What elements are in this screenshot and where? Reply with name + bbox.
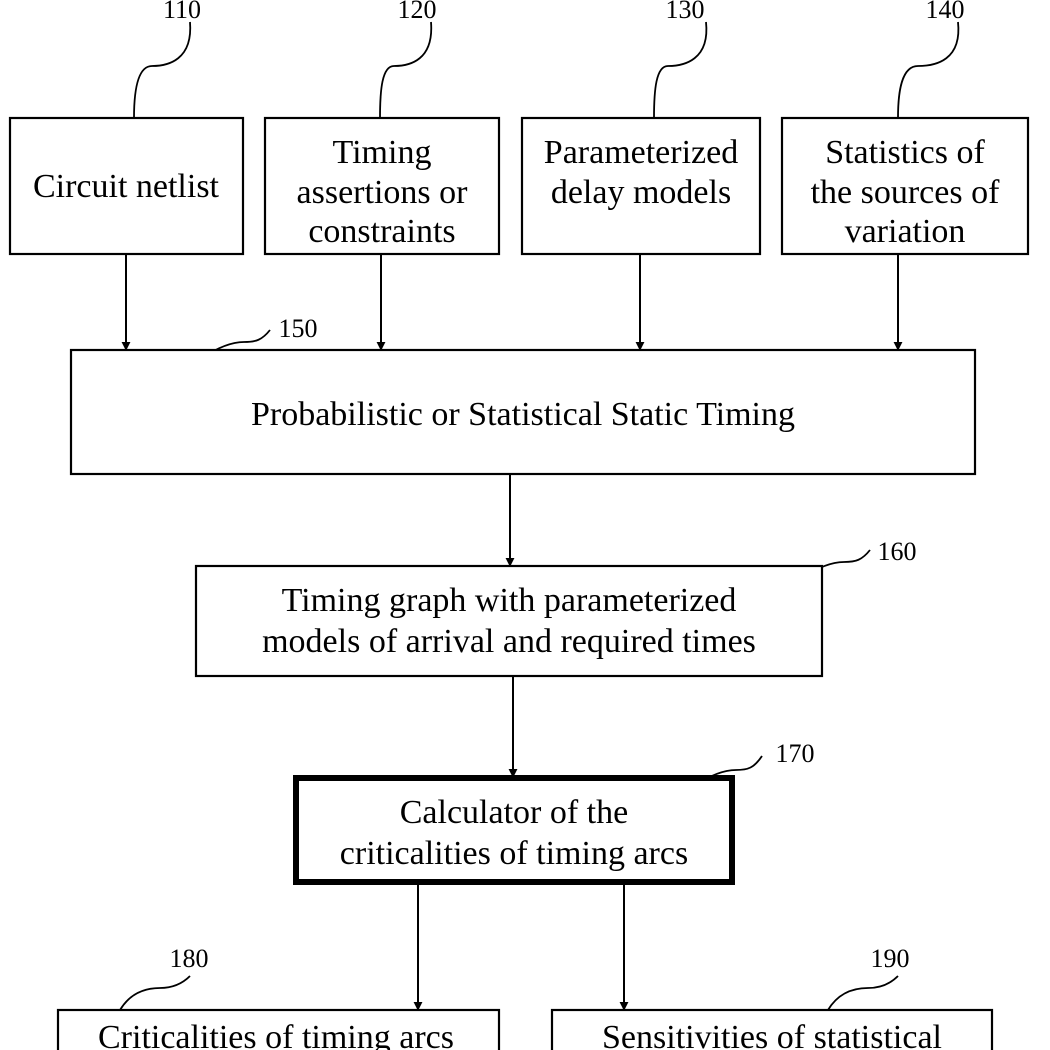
leader-110 [133, 21, 191, 119]
box-170-line-2: criticalities of timing arcs [340, 835, 688, 872]
box-140-line-1: Statistics of [825, 134, 985, 171]
box-110-line-1: Circuit netlist [33, 168, 220, 205]
box-160-line-2: models of arrival and required times [262, 623, 756, 660]
box-150-line-1: Probabilistic or Statistical Static Timi… [251, 396, 795, 433]
box-circuit-netlist [8, 116, 245, 256]
box-timing-assertions [263, 116, 501, 256]
leader-190 [827, 975, 899, 1011]
ref-120: 120 [398, 0, 437, 24]
box-190-line-1: Sensitivities of statistical [602, 1019, 942, 1050]
box-120-line-2: assertions or [297, 174, 469, 211]
leader-120 [379, 21, 432, 119]
box-130-line-1: Parameterized [544, 134, 738, 171]
ref-180: 180 [170, 944, 209, 973]
box-criticalities-of-timing-arcs [56, 1008, 501, 1050]
box-140-line-3: variation [845, 213, 966, 250]
box-170-line-1: Calculator of the [400, 794, 628, 831]
leader-180 [119, 975, 191, 1011]
box-parameterized-delay-models [520, 116, 762, 256]
box-120-line-1: Timing [333, 134, 432, 171]
box-180-line-1: Criticalities of timing arcs [98, 1019, 454, 1050]
box-140-line-2: the sources of [811, 174, 1001, 211]
box-160-line-1: Timing graph with parameterized [282, 582, 737, 619]
box-timing-graph [194, 564, 824, 678]
box-statistics-sources-of-variation [780, 116, 1030, 256]
ref-150: 150 [279, 314, 318, 343]
ref-190: 190 [871, 944, 910, 973]
leader-130 [653, 21, 708, 119]
ref-160: 160 [878, 537, 917, 566]
box-130-line-2: delay models [551, 174, 731, 211]
box-120-line-3: constraints [308, 213, 455, 250]
box-sensitivities-statistical-timing [550, 1008, 994, 1050]
ref-170: 170 [776, 739, 815, 768]
box-probabilistic-static-timing [69, 348, 977, 476]
ref-140: 140 [926, 0, 965, 24]
leader-140 [897, 21, 960, 119]
box-criticality-calculator [293, 775, 735, 885]
ref-130: 130 [666, 0, 705, 24]
ref-110: 110 [163, 0, 201, 24]
